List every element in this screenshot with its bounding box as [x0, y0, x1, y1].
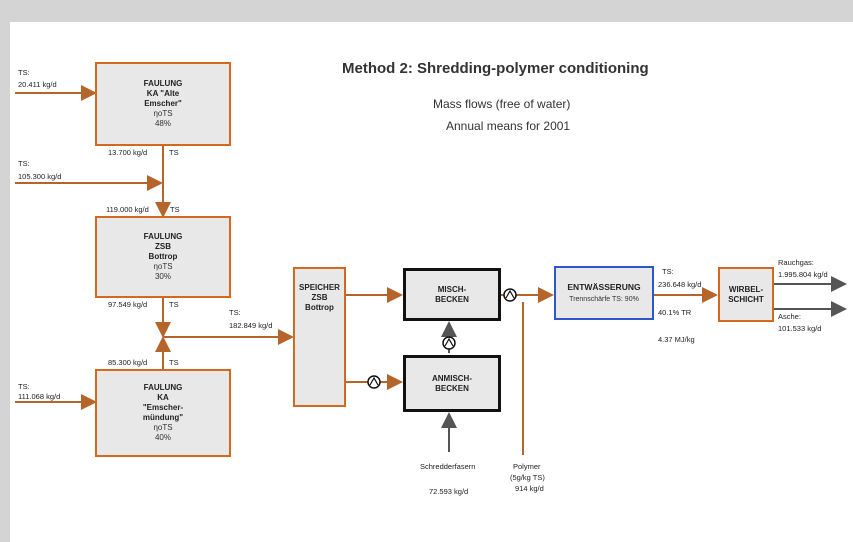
box-title: FAULUNG — [143, 79, 183, 88]
box-title: ZSB — [311, 293, 328, 302]
flow-label: TS — [169, 148, 179, 157]
flow-label: Rauchgas: — [778, 258, 814, 267]
flow-label: TS — [170, 205, 180, 214]
speicher-box: SPEICHER ZSB Bottrop — [293, 267, 346, 407]
flow-label: Asche: — [778, 312, 801, 321]
box-note: 30% — [154, 272, 171, 281]
box-title: FAULUNG — [143, 232, 183, 241]
flow-value: 914 kg/d — [515, 484, 544, 493]
pump-icon — [442, 336, 456, 350]
diagram-title: Method 2: Shredding-polymer conditioning — [342, 60, 649, 77]
box-title: "Emscher- — [142, 403, 184, 412]
faulung-emscher-muendung-box: FAULUNG KA "Emscher- mündung" ηoTS 40% — [95, 369, 231, 457]
flow-value: 105.300 kg/d — [18, 172, 62, 181]
box-title: FAULUNG — [143, 383, 183, 392]
flow-value: 13.700 kg/d — [108, 148, 148, 157]
wirbelschicht-box: WIRBEL- SCHICHT — [718, 267, 774, 322]
flow-value: 111.068 kg/d — [18, 392, 61, 401]
faulung-alte-emscher-box: FAULUNG KA "Alte Emscher" ηoTS 48% — [95, 62, 231, 146]
box-note: 48% — [154, 119, 171, 128]
flow-label: Polymer — [513, 462, 541, 471]
box-note: Trennschärfe TS: 90% — [569, 295, 639, 303]
flow-label: Schredderfasern — [420, 462, 476, 471]
flow-label: TS: — [18, 159, 30, 168]
flow-label: TS: — [18, 382, 30, 391]
flow-value: 85.300 kg/d — [108, 358, 148, 367]
flow-label: TS: — [229, 308, 241, 317]
misch-becken-box: MISCH- BECKEN — [403, 268, 501, 321]
box-title: mündung" — [142, 413, 184, 422]
anmisch-becken-box: ANMISCH- BECKEN — [403, 355, 501, 412]
box-title: BECKEN — [435, 383, 469, 393]
diagram-subtitle: Mass flows (free of water) — [433, 97, 571, 111]
box-title: SCHICHT — [728, 294, 764, 304]
box-title: ZSB — [155, 242, 171, 251]
box-title: MISCH- — [437, 284, 467, 294]
flow-value: 119.000 kg/d — [106, 205, 149, 214]
flow-label: TS — [169, 358, 179, 367]
diagram-subtitle: Annual means for 2001 — [446, 119, 571, 133]
box-title: Bottrop — [148, 252, 178, 261]
box-note: ηoTS — [153, 423, 173, 432]
flow-label: TS — [169, 300, 179, 309]
box-title: KA — [157, 393, 169, 402]
box-note: 40% — [154, 433, 171, 442]
flow-value: 20.411 kg/d — [18, 80, 57, 89]
flow-value: 1.995.804 kg/d — [778, 270, 828, 279]
flow-value: 4.37 MJ/kg — [658, 335, 695, 344]
flow-label: (5g/kg TS) — [510, 473, 545, 482]
flow-label: TS: — [18, 68, 30, 77]
entwaesserung-box: ENTWÄSSERUNG Trennschärfe TS: 90% — [554, 266, 654, 320]
diagram-canvas: Method 2: Shredding-polymer conditioning… — [10, 22, 853, 542]
pump-icon — [503, 288, 517, 302]
box-note: ηoTS — [153, 262, 173, 271]
flow-value: 101.533 kg/d — [778, 324, 822, 333]
faulung-zsb-box: FAULUNG ZSB Bottrop ηoTS 30% — [95, 216, 231, 298]
box-title: Bottrop — [305, 303, 334, 312]
flow-value: 236.648 kg/d — [658, 280, 702, 289]
flow-value: 97.549 kg/d — [108, 300, 148, 309]
box-note: ηoTS — [153, 109, 173, 118]
box-title: ENTWÄSSERUNG — [567, 281, 641, 292]
box-title: WIRBEL- — [728, 284, 764, 294]
flow-lines — [15, 85, 847, 455]
flow-value: 72.593 kg/d — [429, 487, 469, 496]
flow-label: TS: — [662, 267, 674, 276]
box-title: BECKEN — [435, 294, 469, 304]
pump-icon — [367, 375, 381, 389]
flow-value: 182.849 kg/d — [229, 321, 273, 330]
box-title: SPEICHER — [299, 283, 340, 292]
box-title: Emscher" — [144, 99, 182, 108]
box-title: KA "Alte — [146, 89, 180, 98]
box-title: ANMISCH- — [432, 373, 472, 383]
flow-value: 40.1% TR — [658, 308, 692, 317]
